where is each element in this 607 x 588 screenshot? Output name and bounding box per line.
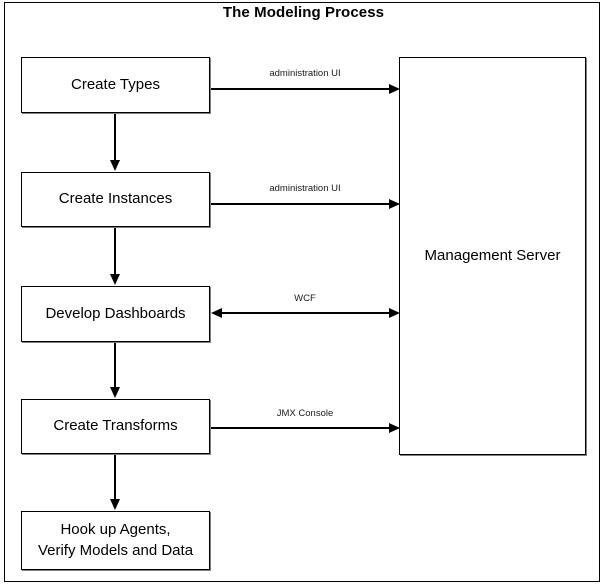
management-server-label: Management Server: [424, 246, 561, 264]
diagram-title: The Modeling Process: [222, 4, 385, 21]
flow-line-types-to-instances: [114, 113, 116, 161]
arrowhead-right-create-instances: [389, 199, 400, 209]
arrowhead-down-instances-to-dashboards: [110, 274, 120, 285]
arrowhead-left-develop-dashboards: [211, 308, 222, 318]
process-label-create-instances: Create Instances: [58, 190, 173, 208]
process-box-develop-dashboards[interactable]: Develop Dashboards: [21, 286, 210, 342]
connector-label-create-transforms: JMX Console: [276, 408, 334, 419]
process-label-hook-up-agents: Hook up Agents, Verify Models and Data: [37, 521, 194, 559]
process-label-create-transforms: Create Transforms: [53, 417, 178, 435]
diagram-outer-frame: [4, 2, 600, 582]
connector-line-create-transforms: [210, 427, 391, 429]
arrowhead-right-create-transforms: [389, 423, 400, 433]
flow-line-transforms-to-agents: [114, 454, 116, 500]
process-label-develop-dashboards: Develop Dashboards: [45, 304, 186, 322]
management-server-box[interactable]: Management Server: [399, 57, 586, 455]
connector-label-develop-dashboards: WCF: [294, 293, 316, 304]
process-box-create-transforms[interactable]: Create Transforms: [21, 399, 210, 454]
arrowhead-right-create-types: [389, 84, 400, 94]
process-box-create-types[interactable]: Create Types: [21, 57, 210, 113]
process-box-hook-up-agents[interactable]: Hook up Agents, Verify Models and Data: [21, 511, 210, 570]
process-label-create-types: Create Types: [71, 75, 160, 93]
connector-line-develop-dashboards: [221, 312, 391, 314]
flow-line-instances-to-dashboards: [114, 227, 116, 275]
process-box-create-instances[interactable]: Create Instances: [21, 172, 210, 227]
arrowhead-right-develop-dashboards: [389, 308, 400, 318]
connector-label-create-instances: administration UI: [269, 183, 341, 194]
connector-line-create-types: [210, 88, 391, 90]
arrowhead-down-transforms-to-agents: [110, 499, 120, 510]
arrowhead-down-dashboards-to-transforms: [110, 387, 120, 398]
arrowhead-down-types-to-instances: [110, 160, 120, 171]
connector-label-create-types: administration UI: [269, 68, 341, 79]
flow-line-dashboards-to-transforms: [114, 342, 116, 388]
connector-line-create-instances: [210, 203, 391, 205]
